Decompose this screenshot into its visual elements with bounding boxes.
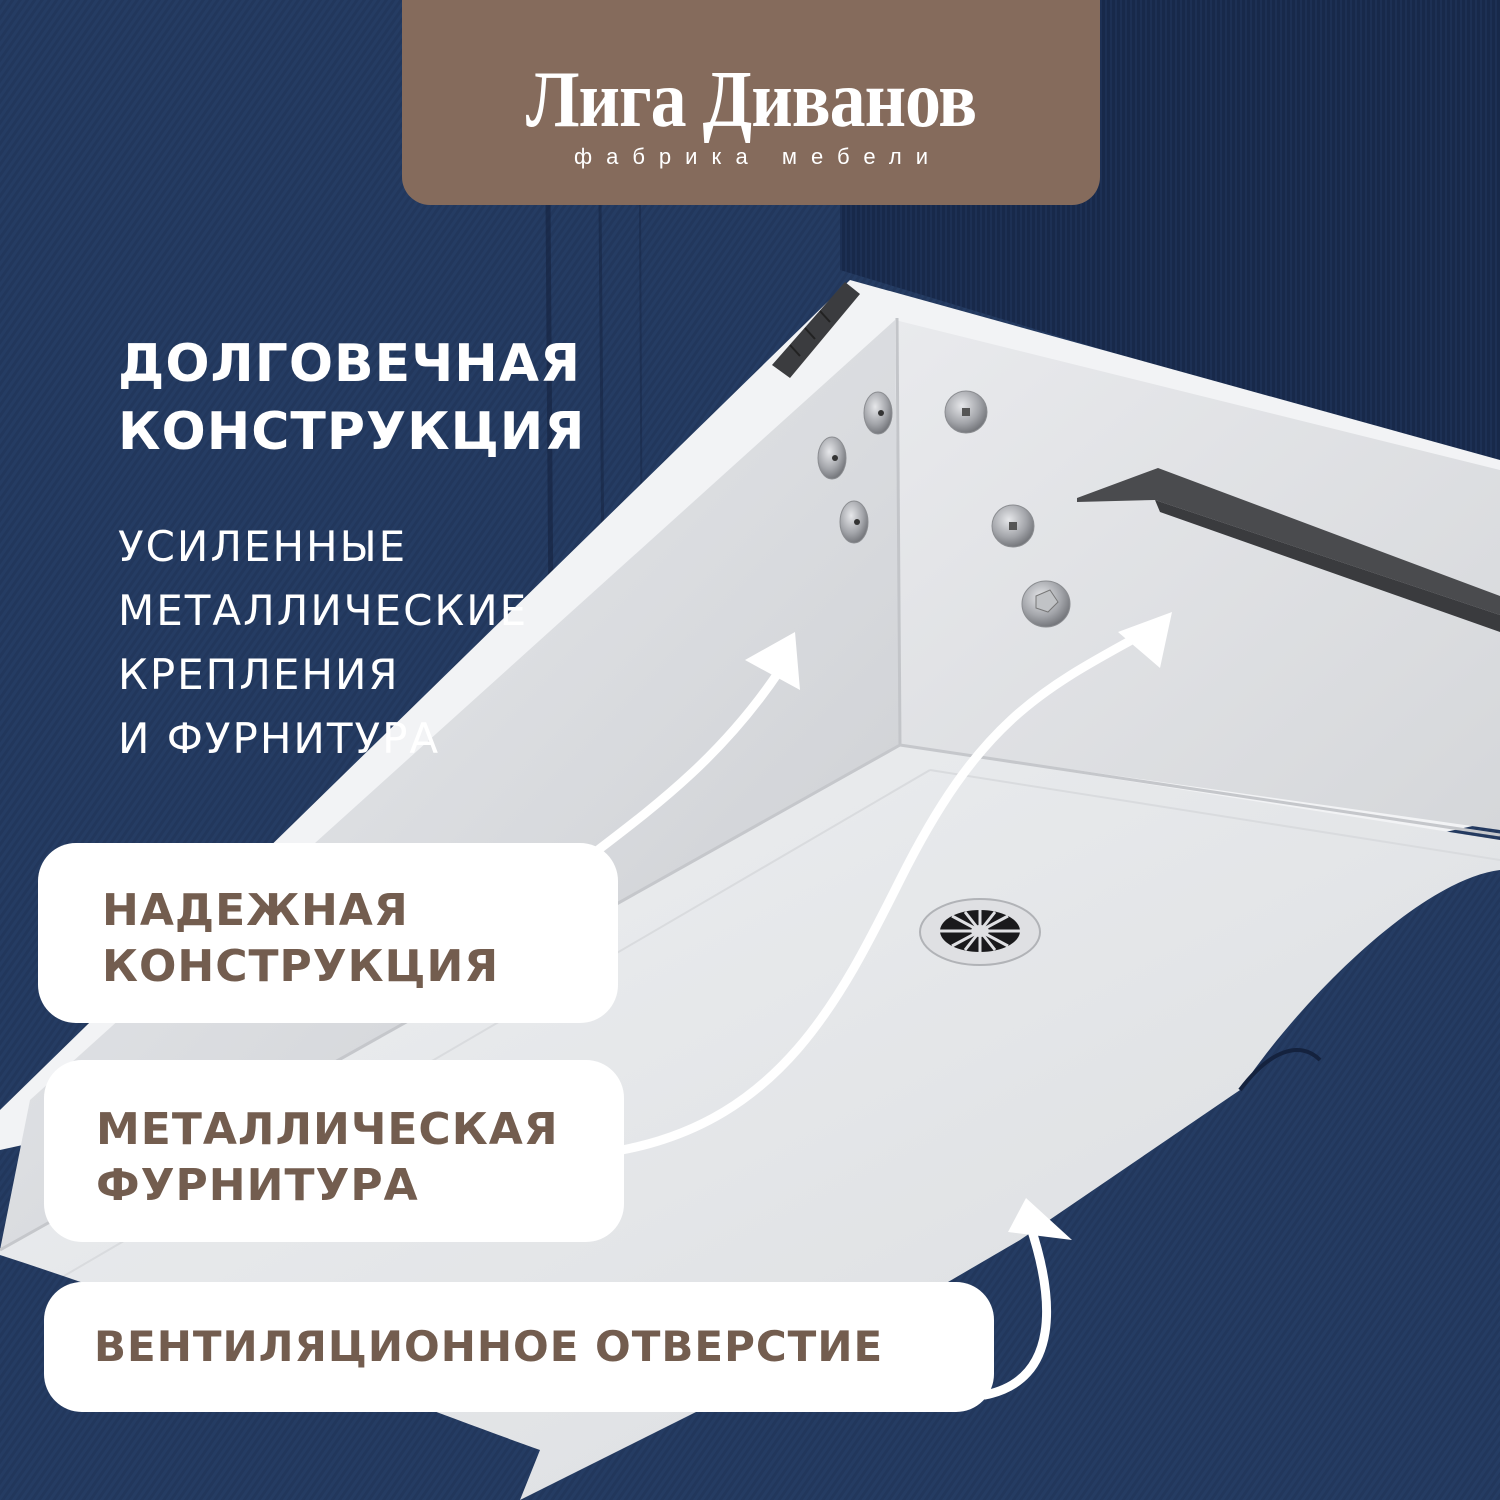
- headline-line: КОНСТРУКЦИЯ: [118, 402, 586, 462]
- arrow-icons: [580, 625, 1155, 1400]
- headline-line: ДОЛГОВЕЧНАЯ: [118, 334, 582, 394]
- callout-ventilation-hole: ВЕНТИЛЯЦИОННОЕ ОТВЕРСТИЕ: [44, 1282, 994, 1412]
- callout-line: НАДЕЖНАЯ: [102, 885, 409, 936]
- brand-name: Лига Диванов: [525, 54, 977, 144]
- brand-logo-plate: Лига Диванов фабрика мебели: [402, 0, 1100, 205]
- callout-line: МЕТАЛЛИЧЕСКАЯ: [96, 1104, 559, 1155]
- callout-line: ФУРНИТУРА: [96, 1160, 419, 1211]
- callout-line: КОНСТРУКЦИЯ: [102, 941, 500, 992]
- brand-tagline: фабрика мебели: [573, 144, 942, 169]
- description-line: УСИЛЕННЫЕ: [118, 522, 408, 571]
- handle-icon: [1077, 468, 1500, 632]
- callout-reliable-construction: НАДЕЖНАЯ КОНСТРУКЦИЯ: [38, 843, 618, 1023]
- bolt-icons: [817, 390, 1071, 628]
- arrow-heads: [745, 612, 1172, 1240]
- headline: ДОЛГОВЕЧНАЯ КОНСТРУКЦИЯ: [118, 330, 585, 466]
- callout-line: ВЕНТИЛЯЦИОННОЕ ОТВЕРСТИЕ: [94, 1322, 884, 1371]
- description: УСИЛЕННЫЕ МЕТАЛЛИЧЕСКИЕ КРЕПЛЕНИЯ И ФУРН…: [118, 515, 528, 771]
- vent-grille-icon: [919, 898, 1041, 966]
- callout-metal-fittings: МЕТАЛЛИЧЕСКАЯ ФУРНИТУРА: [44, 1060, 624, 1242]
- description-line: И ФУРНИТУРА: [118, 714, 441, 763]
- hinge-icon: [772, 282, 860, 378]
- description-line: МЕТАЛЛИЧЕСКИЕ: [118, 586, 529, 635]
- description-line: КРЕПЛЕНИЯ: [118, 650, 400, 699]
